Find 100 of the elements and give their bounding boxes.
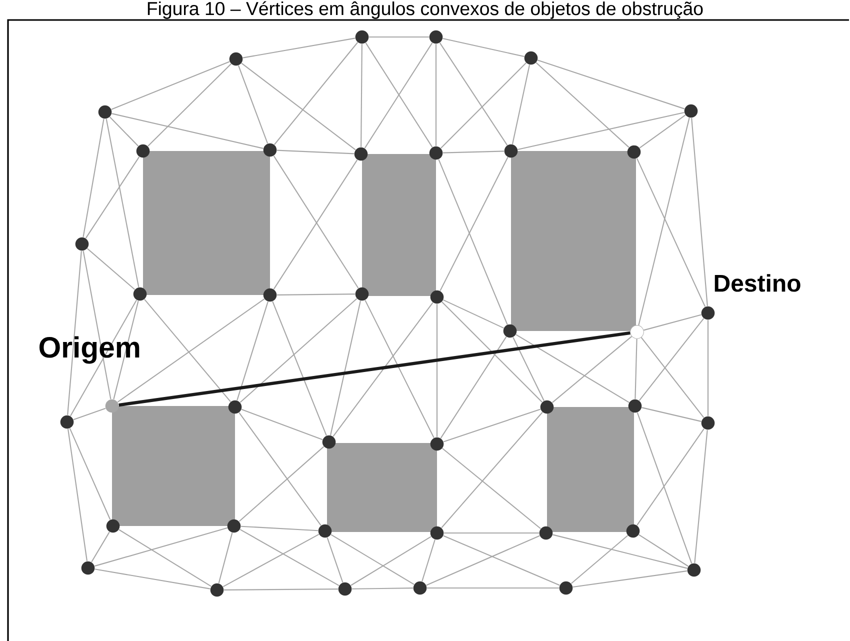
graph-edge	[91, 532, 110, 562]
graph-edge	[118, 331, 630, 407]
graph-edge	[636, 428, 704, 526]
graph-edge	[67, 428, 88, 562]
graph-edge	[350, 536, 432, 586]
vertex-dot	[105, 399, 119, 413]
graph-edge	[442, 302, 542, 402]
vertex-dot	[210, 583, 224, 597]
graph-edge	[218, 532, 233, 584]
graph-edge	[330, 300, 362, 436]
graph-edge	[537, 60, 685, 110]
graph-edge	[238, 446, 324, 522]
graph-edge	[82, 118, 104, 238]
vertex-dot	[701, 416, 715, 430]
vertex-dot	[559, 581, 573, 595]
graph-edge	[70, 300, 138, 416]
graph-edge	[272, 301, 327, 436]
graph-edge	[73, 408, 106, 420]
graph-edge	[552, 336, 632, 403]
graph-edge	[144, 298, 231, 402]
graph-edge	[274, 42, 358, 145]
vertex-dot	[354, 147, 368, 161]
graph-edge	[444, 532, 540, 534]
graph-edge	[436, 304, 438, 438]
graph-edge	[536, 62, 630, 148]
vertex-dot	[687, 563, 701, 577]
vertex-dot	[627, 145, 641, 159]
vertex-dot	[355, 30, 369, 44]
graph-edge	[326, 537, 344, 583]
graph-edge	[572, 570, 688, 588]
vertex-dot	[263, 143, 277, 157]
vertex-dot	[227, 519, 241, 533]
graph-edge	[443, 408, 541, 442]
graph-edge	[241, 62, 356, 150]
graph-edge	[222, 534, 320, 588]
vertex-dot	[355, 287, 369, 301]
graph-edge	[634, 338, 638, 400]
graph-edge	[512, 337, 544, 401]
graph-edge	[109, 116, 139, 146]
graph-edge	[642, 407, 702, 422]
graph-edge	[86, 248, 136, 290]
vertex-dot	[81, 561, 95, 575]
vertex-dot	[263, 288, 277, 302]
graph-edge	[106, 118, 140, 288]
obstacle	[511, 151, 636, 331]
graph-edge	[236, 301, 268, 401]
vertex-label: Origem	[39, 336, 140, 364]
graph-edge	[117, 298, 265, 402]
vertex-dot	[628, 399, 642, 413]
graph-edge	[240, 526, 318, 532]
graph-edge	[636, 158, 706, 307]
graph-edge	[224, 588, 338, 590]
vertex-dot	[60, 415, 74, 429]
graph-edge	[638, 534, 688, 567]
graph-edge	[442, 150, 504, 154]
graph-edge	[442, 448, 541, 530]
vertex-dot	[626, 524, 640, 538]
vertex-dot	[630, 325, 644, 339]
obstacle	[547, 407, 634, 532]
vertex-dot	[539, 526, 553, 540]
obstacle	[362, 154, 436, 296]
graph-edge	[443, 299, 504, 329]
vertex-dot	[503, 324, 517, 338]
vertex-dot	[684, 104, 698, 118]
graph-edge	[422, 539, 436, 582]
vertex-dot	[229, 52, 243, 66]
graph-edge	[242, 38, 356, 58]
graph-edge	[67, 250, 82, 416]
graph-edge	[368, 36, 430, 38]
vertex-dot	[322, 435, 336, 449]
vertex-dot	[540, 400, 554, 414]
vertex-dot	[98, 105, 112, 119]
graph-edge	[360, 44, 362, 148]
graph-edge	[636, 412, 692, 564]
obstacle	[327, 443, 437, 532]
graph-edge	[241, 408, 323, 440]
vertex-dot	[429, 30, 443, 44]
vertex-dot	[430, 437, 444, 451]
graph-edge	[691, 118, 708, 306]
graph-edge	[440, 156, 508, 292]
graph-edge	[240, 298, 358, 403]
graph-edge	[640, 337, 704, 418]
graph-edge	[240, 528, 340, 586]
graph-edge	[112, 113, 264, 149]
graph-edge	[118, 529, 212, 587]
graph-edge	[364, 300, 434, 438]
graph-edge	[707, 320, 709, 416]
graph-edge	[332, 302, 434, 437]
graph-edge	[238, 412, 322, 526]
graph-edge	[443, 535, 560, 586]
graph-edge	[516, 334, 630, 403]
graph-edge	[439, 42, 508, 146]
obstacle	[112, 406, 235, 526]
graph-edge	[426, 535, 540, 586]
figure-title: Figura 10 – Vértices em ângulos convexos de objetos de obstrução	[148, 1, 703, 19]
graph-edge	[238, 65, 268, 144]
vertex-dot	[430, 526, 444, 540]
graph-edge	[94, 527, 228, 567]
graph-edge	[440, 336, 507, 438]
graph-edge	[352, 588, 414, 590]
